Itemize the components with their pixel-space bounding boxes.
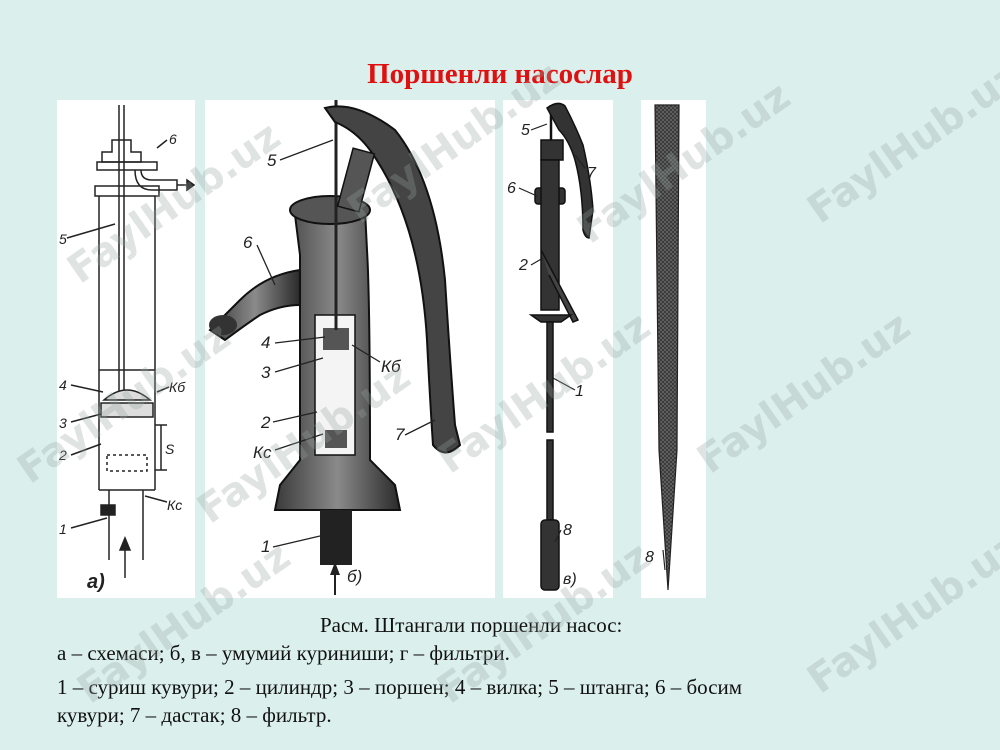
caption-line-2: а – схемаси; б, в – умумий куриниши; г –… bbox=[57, 641, 510, 665]
figure-c-drawing: 5 7 6 2 1 8 в) bbox=[507, 102, 597, 591]
figure-a-callout-s: S bbox=[165, 441, 175, 457]
figure-b-callout-7: 7 bbox=[395, 425, 405, 444]
figure-b-callout-3: 3 bbox=[261, 363, 271, 382]
caption-line-4: кувури; 7 – дастак; 8 – фильтр. bbox=[57, 703, 332, 727]
figure-c-full-pump: 5 7 6 2 1 8 в) bbox=[503, 100, 613, 598]
figure-b-callout-5: 5 bbox=[267, 151, 277, 170]
figure-a-callout-5: 5 bbox=[59, 231, 67, 247]
figure-c-callout-1: 1 bbox=[575, 383, 584, 400]
figure-c-callout-8: 8 bbox=[563, 522, 572, 539]
figure-c-callout-2: 2 bbox=[518, 257, 528, 274]
page-title: Поршенли насослар bbox=[367, 58, 633, 90]
figure-b-general-view: 5 6 4 3 2 Кс 1 Кб 7 б) bbox=[205, 100, 495, 598]
watermark: FaylHub.uz bbox=[799, 523, 1000, 703]
figure-b-callout-kc: Кс bbox=[253, 443, 272, 462]
figure-d-drawing: 8 bbox=[645, 104, 680, 591]
caption-line-3: 1 – суриш кувури; 2 – цилиндр; 3 – порше… bbox=[57, 675, 743, 699]
figure-a-callout-kc: Кс bbox=[167, 497, 182, 513]
figure-c-callout-5: 5 bbox=[521, 122, 530, 139]
figure-b-callout-4: 4 bbox=[261, 333, 270, 352]
figure-a-callout-1: 1 bbox=[59, 521, 67, 537]
figure-b-drawing: 5 6 4 3 2 Кс 1 Кб 7 б) bbox=[208, 100, 462, 595]
figure-b-callout-1: 1 bbox=[261, 537, 270, 556]
figure-a-callout-2: 2 bbox=[58, 447, 67, 463]
figure-a-callout-kb: Кб bbox=[169, 379, 186, 395]
watermark: FaylHub.uz bbox=[689, 303, 919, 483]
caption-line-1: Расм. Штангали поршенли насос: bbox=[320, 613, 623, 637]
figure-b-panel-label: б) bbox=[347, 567, 362, 586]
figure-b-callout-kb: Кб bbox=[381, 357, 402, 376]
figure-a-panel-label: а) bbox=[87, 571, 105, 593]
figure-c-panel-label: в) bbox=[563, 571, 577, 588]
figure-a-callout-3: 3 bbox=[59, 415, 67, 431]
figure-a-schematic: 6 5 4 3 2 1 Кб Кс S а) bbox=[57, 100, 195, 598]
figure-a-callout-4: 4 bbox=[59, 377, 67, 393]
figure-d-filter: 8 bbox=[641, 100, 706, 598]
figure-d-callout-8: 8 bbox=[645, 549, 654, 566]
figure-a-drawing: 6 5 4 3 2 1 Кб Кс S а) bbox=[58, 105, 195, 593]
figure-b-callout-2: 2 bbox=[260, 413, 271, 432]
figure-c-callout-6: 6 bbox=[507, 180, 516, 197]
figure-c-callout-7: 7 bbox=[587, 165, 597, 182]
figure-a-callout-6: 6 bbox=[169, 131, 177, 147]
figure-b-callout-6: 6 bbox=[243, 233, 253, 252]
